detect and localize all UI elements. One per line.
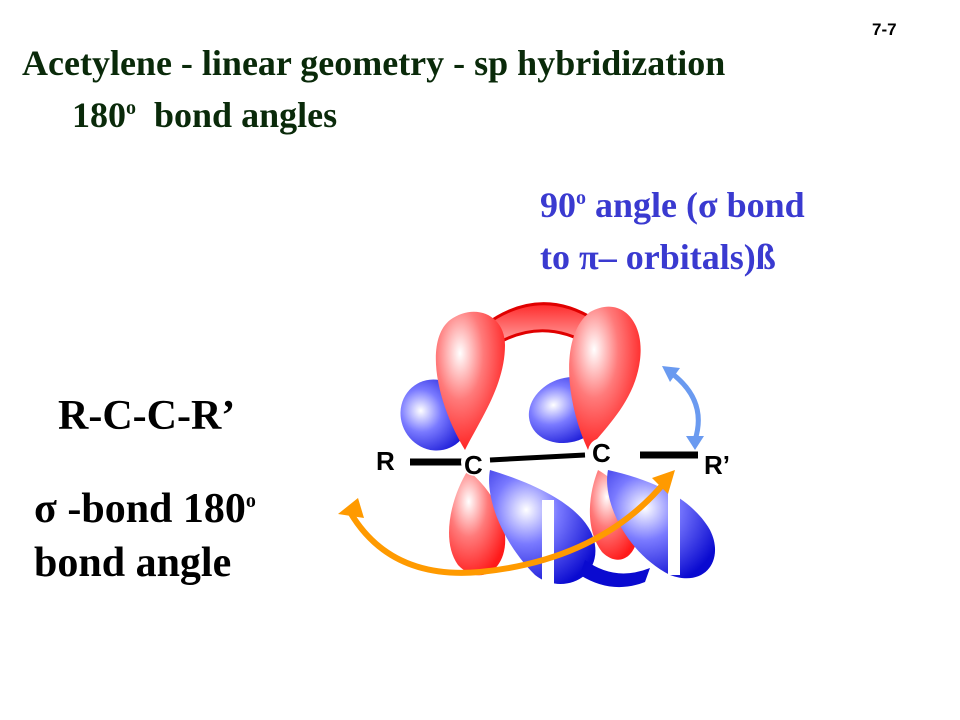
orbital-node-stripe-left [542, 500, 554, 585]
structural-formula: R-C-C-R’ [58, 393, 236, 439]
sigma-note-degree-sup: o [245, 490, 256, 512]
angle-90-arrowhead-top [662, 366, 680, 382]
atom-label-r: R [376, 446, 395, 476]
sigma-note-prefix: σ -bond 180 [34, 486, 246, 532]
angle-90-arrowhead-bottom [686, 436, 704, 450]
sigma-bond-c-c [489, 452, 586, 463]
pi-orbital-upper-red-right [569, 306, 641, 450]
slide-subtitle: 180o bond angles [72, 94, 337, 136]
sigma-bond-note: σ -bond 180o bond angle [34, 474, 256, 590]
angle-annotation: 90o angle (σ bond to π– orbitals)ß [540, 172, 805, 283]
subtitle-angle-value: 180 [72, 95, 126, 135]
atom-label-c-right: C [592, 438, 611, 468]
subtitle-text: bond angles [154, 95, 338, 135]
page-number: 7-7 [872, 20, 897, 39]
annotation-line-1: 90o angle (σ bond [540, 172, 805, 231]
angle-180-arrowhead-right [652, 470, 675, 494]
pi-orbital-lower-blue-right [607, 470, 716, 579]
sigma-note-line-2: bond angle [34, 540, 232, 586]
angle-90-arrow [668, 369, 701, 441]
orbital-node-stripe-right [668, 485, 680, 575]
annotation-line1-text: angle (σ bond [595, 185, 805, 225]
subtitle-degree-sup: o [126, 97, 136, 119]
acetylene-orbital-diagram: R C C R’ [376, 302, 730, 588]
angle-180-arrow-overlay [338, 470, 675, 576]
annotation-line-2: to π– orbitals)ß [540, 237, 776, 277]
pi-orbital-upper-red-left [435, 311, 505, 450]
annotation-value: 90 [540, 185, 576, 225]
carbon-atom-left [461, 448, 489, 476]
pi-overlap-bridge-bottom [580, 560, 650, 588]
slide-title: Acetylene - linear geometry - sp hybridi… [22, 43, 726, 83]
angle-180-arrowhead-left [338, 498, 364, 518]
angle-180-arrow [347, 480, 668, 576]
sigma-note-line-1: σ -bond 180o [34, 474, 256, 536]
atom-label-c-left: C [464, 450, 483, 480]
carbon-atom-right [588, 438, 616, 466]
annotation-degree-sup: o [576, 187, 586, 209]
atom-label-r-prime: R’ [704, 450, 730, 480]
